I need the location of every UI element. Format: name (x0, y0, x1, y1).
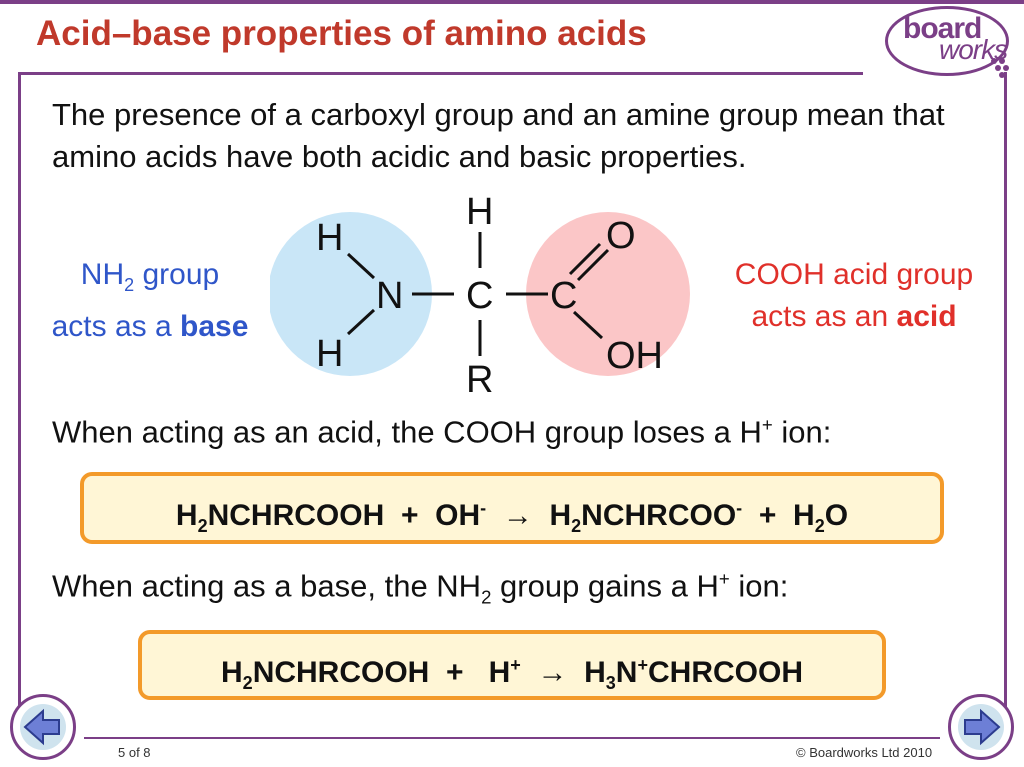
right-border (1004, 72, 1007, 732)
eq2-p1-sub: 3 (605, 673, 616, 693)
logo-dots (991, 58, 1013, 78)
copyright-text: © Boardworks Ltd 2010 (796, 745, 933, 760)
eq2-arrow: → (537, 656, 568, 689)
atom-h-lower-left: H (316, 333, 343, 375)
top-border (0, 0, 1024, 4)
carboxyl-group-circle (526, 212, 690, 376)
eq1-p1-sup: - (736, 498, 743, 518)
arrow-left-icon (23, 708, 60, 746)
base-label-prefix: acts as a (51, 310, 180, 343)
eq2-r2-sup: + (510, 655, 521, 675)
bond-h-n-lower (346, 308, 376, 336)
eq2-plus: + (446, 656, 464, 689)
eq2-p1-n: N (615, 656, 638, 689)
page-number: 5 of 8 (118, 745, 151, 760)
base-sentence-mid: group gains a H (491, 568, 719, 604)
left-border (18, 72, 21, 732)
base-sentence-text: When acting as a base, the NH (52, 568, 482, 604)
amino-acid-structure-diagram: H H N H C R C O OH (270, 191, 690, 396)
eq2-r1: H (221, 656, 243, 689)
eq1-r2-sup: - (480, 498, 487, 518)
logo-text-top: board (903, 12, 982, 45)
atom-c-carboxyl: C (550, 275, 577, 317)
bond-c-oh (572, 310, 604, 340)
next-slide-button[interactable] (948, 694, 1014, 760)
atom-c-alpha: C (466, 275, 493, 317)
eq1-p2-rest: O (824, 499, 849, 532)
eq1-p1-rest: NCHRCOO (581, 499, 737, 532)
atom-r: R (466, 359, 493, 396)
logo-ring (885, 6, 1009, 76)
atom-o-double: O (606, 215, 636, 257)
eq2-p1: H (584, 656, 606, 689)
base-sentence-sub: 2 (481, 586, 492, 608)
acid-equation-box: H2NCHRCOOH + OH- → H2NCHRCOO- + H2O (80, 472, 944, 544)
base-label-emphasis: base (180, 310, 249, 343)
bond-c-o-double-b (576, 248, 610, 282)
eq2-r1-rest: NCHRCOOH (252, 656, 430, 689)
bond-c-o-double-a (568, 242, 602, 276)
boardworks-logo: board works (885, 6, 1015, 80)
eq1-r1: H (175, 499, 198, 532)
eq1-p1-sub: 2 (571, 516, 582, 536)
amine-group-circle (270, 212, 432, 376)
acid-sentence-suffix: ion: (772, 414, 832, 450)
acid-label-prefix: acts as an (751, 300, 897, 333)
eq2-p1-rest: CHRCOOH (647, 656, 803, 689)
acid-sentence-sup: + (761, 414, 773, 435)
base-group-label: NH2 group acts as a base (30, 254, 270, 348)
base-sentence-sup: + (718, 568, 730, 589)
eq1-p2-sub: 2 (814, 516, 825, 536)
eq1-arrow: → (502, 499, 533, 532)
base-label-nh: NH (80, 258, 125, 291)
eq2-r2: H (488, 656, 511, 689)
acid-sentence: When acting as an acid, the COOH group l… (52, 414, 831, 450)
previous-slide-button[interactable] (10, 694, 76, 760)
eq2-p1-sup: + (637, 655, 648, 675)
intro-text: The presence of a carboxyl group and an … (52, 97, 945, 174)
eq1-r1-rest: NCHRCOOH (207, 499, 385, 532)
acid-label-emphasis: acid (896, 300, 957, 333)
eq1-plus2: + (758, 499, 777, 532)
acid-sentence-text: When acting as an acid, the COOH group l… (52, 414, 762, 450)
eq1-r2: OH (435, 499, 481, 532)
base-equation-box: H2NCHRCOOH + H+ → H3N+CHRCOOH (138, 630, 886, 700)
eq1-plus1: + (400, 499, 419, 532)
eq1-p1: H (549, 499, 572, 532)
base-label-group: group (134, 258, 220, 291)
bottom-border (84, 737, 940, 739)
eq1-r1-sub: 2 (197, 516, 208, 536)
bond-h-n-upper (346, 252, 376, 280)
atom-h-upper-left: H (316, 217, 343, 259)
acid-label-line1: COOH acid group (734, 258, 974, 291)
base-sentence-suffix: ion: (729, 568, 789, 604)
base-label-sub: 2 (124, 275, 135, 295)
atom-oh: OH (606, 335, 663, 377)
eq1-p2: H (793, 499, 815, 532)
acid-group-label: COOH acid group acts as an acid (704, 254, 1004, 338)
atom-h-top: H (466, 191, 493, 233)
slide-title: Acid–base properties of amino acids (36, 14, 647, 53)
atom-n: N (376, 275, 403, 317)
title-rule (18, 72, 863, 75)
eq2-r1-sub: 2 (242, 673, 253, 693)
base-sentence: When acting as a base, the NH2 group gai… (52, 568, 788, 609)
arrow-right-icon (964, 708, 1001, 746)
